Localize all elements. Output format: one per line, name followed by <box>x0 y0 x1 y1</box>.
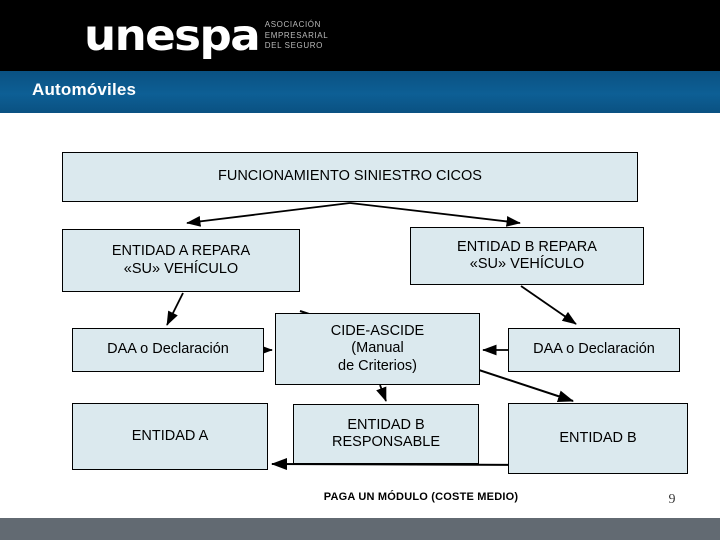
node-cide-ascide[interactable]: CIDE-ASCIDE (Manual de Criterios) <box>275 313 480 385</box>
node-daa-left-label: DAA o Declaración <box>107 341 229 358</box>
section-title-bar: Automóviles <box>0 71 720 113</box>
page-number: 9 <box>668 492 676 507</box>
arrow-top-to-entidad-b <box>349 202 521 227</box>
footer-bar <box>0 518 720 540</box>
node-entidad-b[interactable]: ENTIDAD B <box>508 403 688 474</box>
node-entidad-b-repara-line-2: «SU» VEHÍCULO <box>469 256 585 272</box>
title-bar-gradient <box>0 71 720 113</box>
node-funcionamiento-siniestro-cicos[interactable]: FUNCIONAMIENTO SINIESTRO CICOS <box>62 152 638 202</box>
node-entidad-b-responsable-line-2: RESPONSABLE <box>332 434 440 450</box>
node-entidad-b-label: ENTIDAD B <box>559 429 637 446</box>
unespa-tagline: Asociación Empresarial del Seguro <box>265 20 329 52</box>
tagline-line-3: del Seguro <box>264 41 323 50</box>
node-cide-line-3: de Criterios) <box>338 357 417 374</box>
node-entidad-a-label: ENTIDAD A <box>131 427 209 444</box>
unespa-wordmark: unespa <box>84 11 261 61</box>
node-daa-declaracion-left[interactable]: DAA o Declaración <box>72 328 264 372</box>
node-entidad-b-responsable-line-1: ENTIDAD B <box>347 416 425 433</box>
node-entidad-a-repara[interactable]: ENTIDAD A REPARA «SU» VEHÍCULO <box>62 229 300 292</box>
logo-bar: unespa Asociación Empresarial del Seguro <box>0 0 720 71</box>
node-entidad-a-repara-line-1: ENTIDAD A REPARA <box>111 243 251 260</box>
node-daa-declaracion-right[interactable]: DAA o Declaración <box>508 328 680 372</box>
node-cide-line-1: CIDE-ASCIDE <box>330 323 425 340</box>
arrow-entidad-b-to-daa-right <box>520 285 577 325</box>
tagline-line-2: Empresarial <box>264 30 329 40</box>
node-entidad-a[interactable]: ENTIDAD A <box>72 403 268 470</box>
arrow-entidad-a-to-daa-left <box>166 292 184 326</box>
node-cide-line-2: (Manual <box>351 340 404 357</box>
paga-un-modulo-label: PAGA UN MÓDULO (COSTE MEDIO) <box>323 491 519 503</box>
node-daa-right-label: DAA o Declaración <box>533 341 655 358</box>
node-entidad-b-repara-line-1: ENTIDAD B REPARA <box>457 238 597 255</box>
unespa-logo: unespa Asociación Empresarial del Seguro <box>84 14 328 58</box>
arrow-top-to-entidad-a <box>186 202 351 227</box>
arrow-cide-to-entidad-b-responsable <box>376 384 387 402</box>
node-top-label: FUNCIONAMIENTO SINIESTRO CICOS <box>218 168 482 185</box>
node-entidad-a-repara-line-2: «SU» VEHÍCULO <box>123 260 239 277</box>
tagline-line-1: Asociación <box>264 20 322 29</box>
node-entidad-b-repara[interactable]: ENTIDAD B REPARA «SU» VEHÍCULO <box>410 227 644 285</box>
flow-diagram: FUNCIONAMIENTO SINIESTRO CICOS ENTIDAD A… <box>0 113 720 518</box>
node-entidad-b-responsable[interactable]: ENTIDAD B RESPONSABLE <box>293 404 479 464</box>
page-title: Automóviles <box>32 80 137 99</box>
